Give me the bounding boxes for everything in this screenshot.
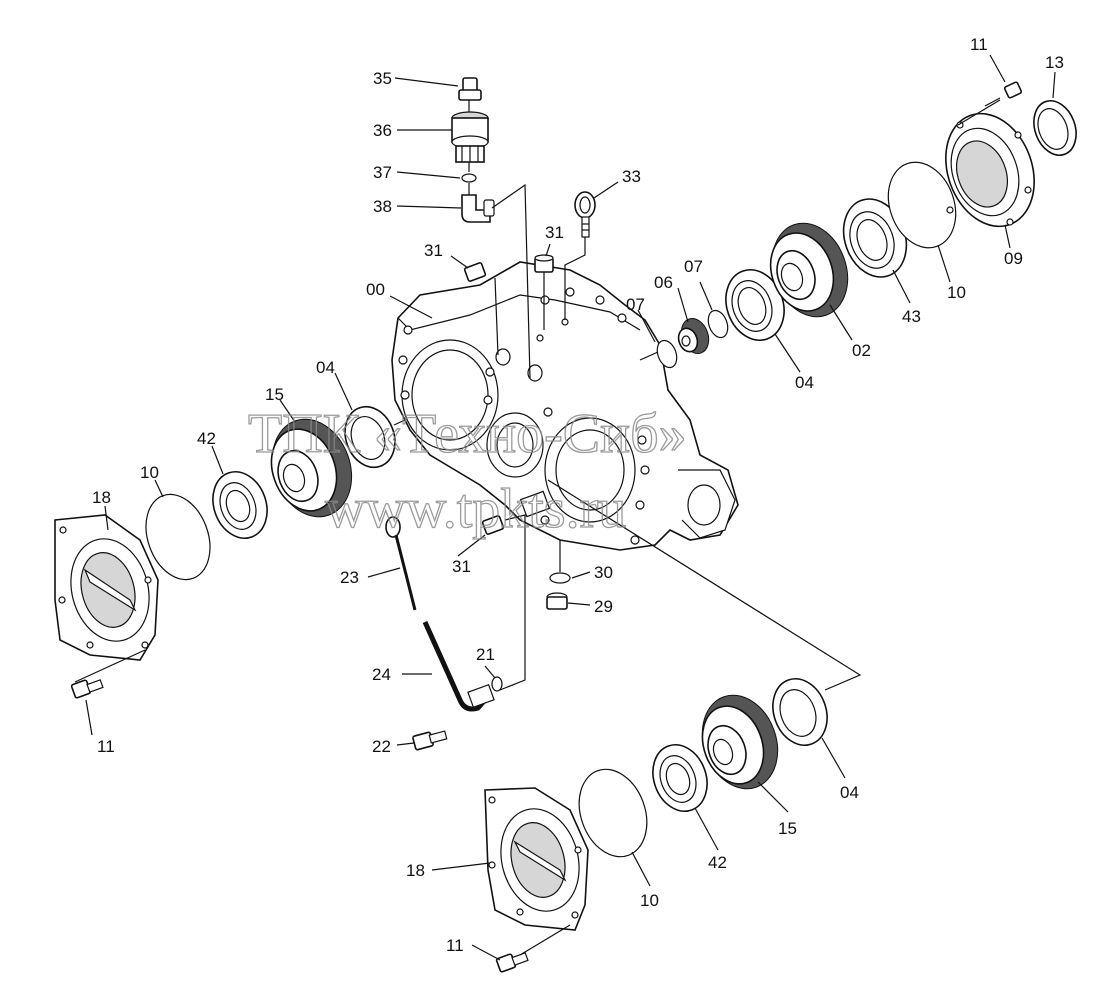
label-11-top: 11 [970, 35, 988, 54]
bearing-42-left [212, 471, 268, 539]
snap-ring-07-left [656, 339, 678, 369]
o-ring-10-lower [578, 768, 648, 858]
label-38: 38 [373, 197, 392, 216]
bearing-42-lower [652, 744, 708, 812]
pinion-gear [677, 318, 710, 354]
label-11-lower: 11 [446, 936, 464, 955]
label-31-top: 31 [545, 223, 564, 242]
gear-15-lower [701, 694, 779, 790]
oil-seal-13 [1033, 100, 1077, 156]
o-ring-10-upper [887, 161, 957, 249]
label-04-left: 04 [316, 358, 335, 377]
label-10-left: 10 [140, 463, 159, 482]
label-10-lower: 10 [640, 891, 659, 910]
label-09: 09 [1004, 249, 1023, 268]
watermark-company: ТПК «Техно-Сиб» [248, 403, 687, 465]
gearbox-housing [391, 261, 739, 551]
bolt-11-lower [495, 952, 529, 973]
plug-31-top [534, 254, 554, 273]
label-30: 30 [594, 563, 613, 582]
bolt-11-top [984, 81, 1023, 107]
dipstick-tube-24 [422, 620, 495, 712]
end-cover-18-lower [484, 787, 589, 931]
label-07-left: 07 [626, 295, 645, 314]
plug-31-bottom [481, 515, 505, 535]
breather-cap [458, 77, 482, 101]
label-00: 00 [366, 280, 385, 299]
bearing-cover-09 [945, 112, 1035, 228]
bearing-43 [842, 198, 908, 278]
o-ring-37 [461, 173, 477, 183]
label-22: 22 [372, 737, 391, 756]
label-31-bottom: 31 [452, 557, 471, 576]
breather-filter [451, 111, 489, 163]
dipstick-23 [385, 516, 417, 611]
label-29: 29 [594, 597, 613, 616]
washer-30 [549, 572, 571, 584]
label-36: 36 [373, 121, 392, 140]
label-15-left: 15 [265, 385, 284, 404]
bearing-04-lower [772, 678, 828, 746]
label-42-lower: 42 [708, 853, 727, 872]
label-04-upper: 04 [795, 373, 814, 392]
elbow-fitting [461, 194, 495, 223]
watermark-website: www.tpkts.ru [325, 478, 626, 540]
label-07-right: 07 [684, 257, 703, 276]
label-35: 35 [373, 69, 392, 88]
snap-ring-07-right [707, 309, 729, 339]
eye-bolt [574, 191, 596, 238]
label-11-left: 11 [97, 737, 115, 756]
label-02: 02 [852, 341, 871, 360]
label-18-lower: 18 [406, 861, 425, 880]
label-21: 21 [476, 645, 495, 664]
label-10-upper: 10 [947, 283, 966, 302]
plug-31-left [463, 262, 487, 282]
drain-plug-29 [546, 592, 568, 610]
leader-lines [85, 54, 1056, 961]
label-13: 13 [1045, 53, 1064, 72]
bearing-04-left [344, 405, 396, 469]
label-18-left: 18 [92, 488, 111, 507]
label-31-left: 31 [424, 241, 443, 260]
o-ring-21 [491, 676, 503, 692]
gear-02 [769, 222, 849, 318]
label-06: 06 [654, 273, 673, 292]
label-23: 23 [340, 568, 359, 587]
bolt-22 [412, 730, 448, 751]
bolt-11-left [70, 679, 104, 699]
assembly-lines [74, 99, 1001, 956]
end-cover-18-left [54, 514, 159, 661]
label-42-left: 42 [197, 429, 216, 448]
label-33: 33 [622, 167, 641, 186]
gear-15-left [270, 418, 353, 518]
label-04-lower: 04 [840, 783, 859, 802]
label-15-lower: 15 [778, 819, 797, 838]
label-43: 43 [902, 307, 921, 326]
label-37: 37 [373, 163, 392, 182]
part-labels: 35 36 37 38 33 31 31 00 04 15 42 10 18 1… [92, 35, 1064, 955]
label-24: 24 [372, 665, 391, 684]
